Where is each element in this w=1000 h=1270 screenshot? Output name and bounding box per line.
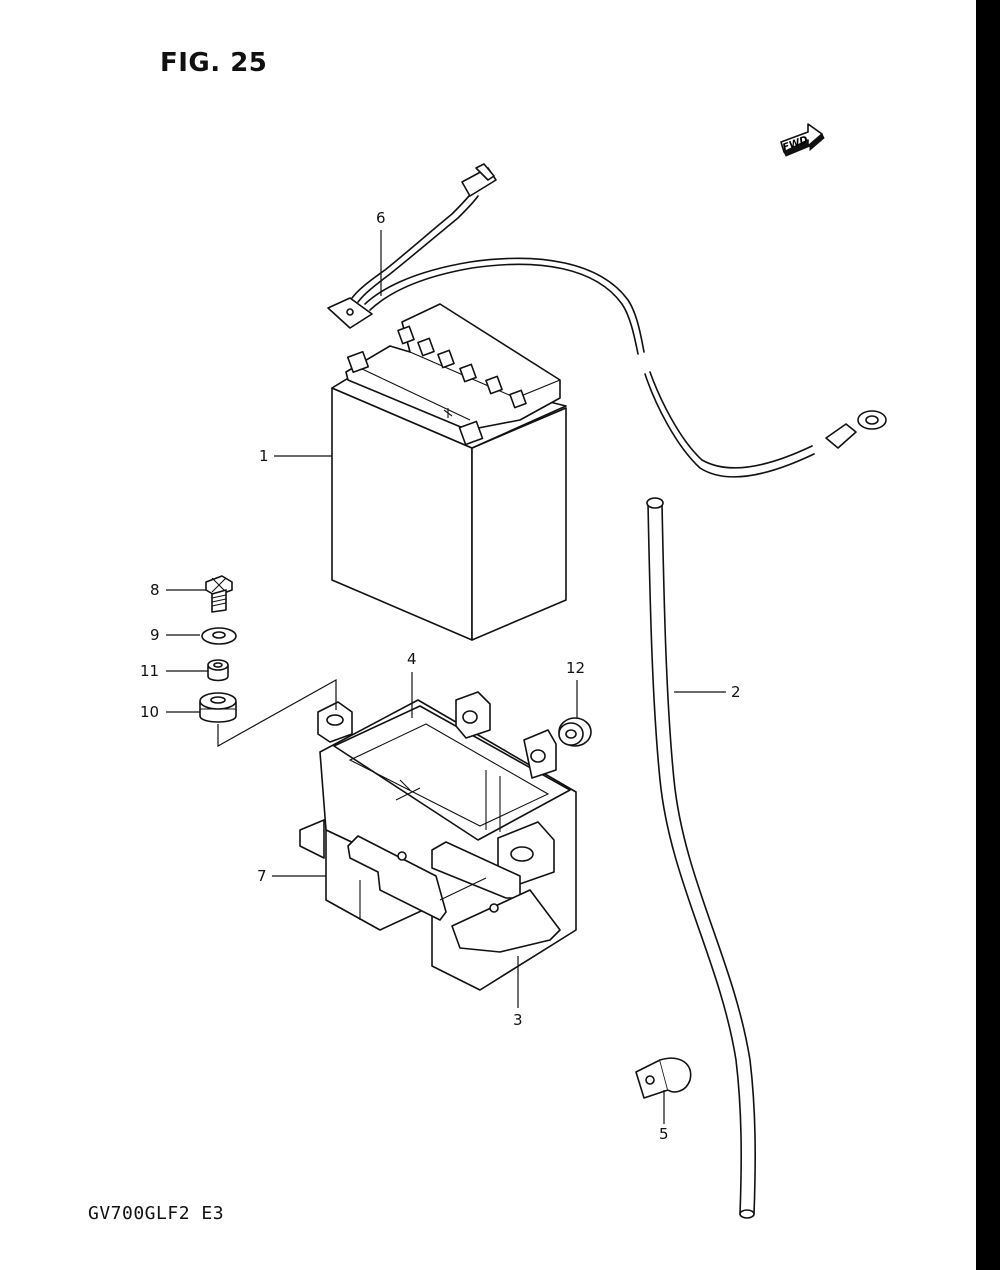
figure-title: FIG. 25 — [160, 48, 268, 78]
part-2-breather-hose — [646, 497, 756, 1219]
callout-2: 2 — [731, 683, 741, 701]
part-7-battery-tray — [299, 691, 577, 991]
part-6-lead-wire — [327, 163, 887, 478]
leader-lines — [166, 230, 726, 1124]
model-code: GV700GLF2 E3 — [88, 1203, 225, 1224]
forward-arrow-icon: FWD — [780, 123, 825, 157]
part-8-bolt — [205, 575, 233, 613]
part-12-grommet — [558, 717, 592, 747]
callout-7: 7 — [257, 867, 267, 885]
callout-12: 12 — [566, 659, 586, 677]
page-edge-bar — [976, 0, 1000, 1270]
part-9-washer — [201, 627, 237, 645]
callout-6: 6 — [376, 209, 386, 227]
part-5-clamp — [635, 1057, 692, 1099]
callout-3: 3 — [513, 1011, 523, 1029]
part-10-grommet — [199, 692, 237, 723]
callout-5: 5 — [659, 1125, 669, 1143]
part-11-collar — [207, 659, 229, 682]
callout-8: 8 — [150, 581, 160, 599]
part-1-battery — [331, 303, 567, 641]
callout-1: 1 — [259, 447, 269, 465]
callout-11: 11 — [140, 662, 160, 680]
callout-10: 10 — [140, 703, 160, 721]
callout-4: 4 — [407, 650, 417, 668]
callout-9: 9 — [150, 626, 160, 644]
